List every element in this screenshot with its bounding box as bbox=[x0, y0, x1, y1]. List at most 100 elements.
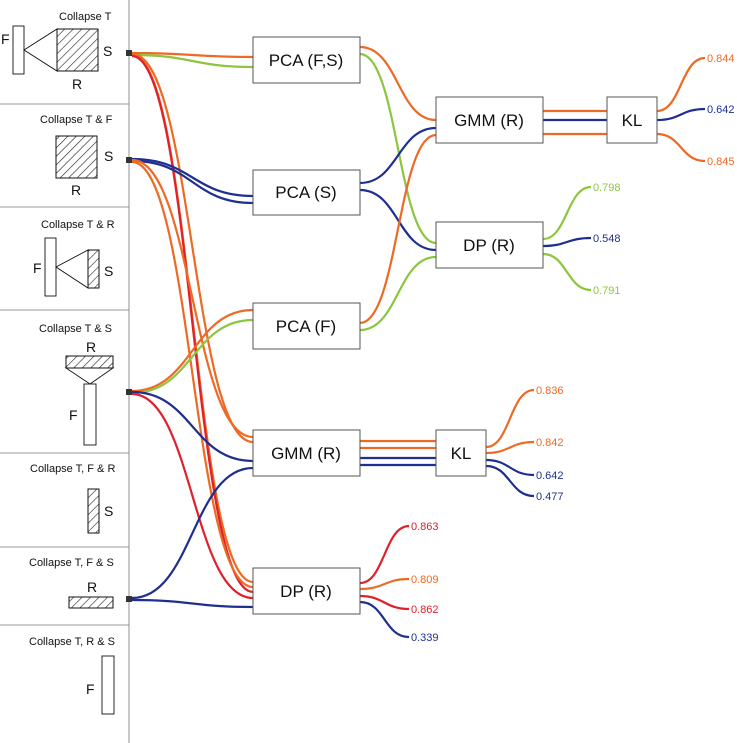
box-label: DP (R) bbox=[280, 582, 332, 601]
axis-letter-f: F bbox=[86, 681, 95, 697]
panel-title: Collapse T & S bbox=[39, 323, 112, 335]
box-kl-mid: KL bbox=[435, 429, 487, 477]
box-label: GMM (R) bbox=[271, 444, 341, 463]
wire bbox=[542, 185, 592, 241]
output-value: 0.477 bbox=[536, 491, 564, 503]
box-pca-fs: PCA (F,S) bbox=[252, 36, 361, 84]
hatched-r-slab bbox=[68, 596, 114, 609]
projection-cone-shape bbox=[23, 28, 58, 72]
wire bbox=[656, 107, 706, 122]
f-slab-shape bbox=[12, 25, 25, 75]
hatched-sr-square bbox=[55, 135, 98, 179]
axis-letter-f: F bbox=[33, 260, 42, 276]
hatched-sr-square bbox=[56, 28, 99, 72]
box-gmm-r-top: GMM (R) bbox=[435, 96, 544, 144]
output-value: 0.863 bbox=[411, 521, 439, 533]
wire bbox=[359, 255, 437, 332]
panel-collapse-t-f: Collapse T & F S R bbox=[40, 114, 113, 198]
wire bbox=[131, 160, 254, 589]
box-label: DP (R) bbox=[463, 236, 515, 255]
box-pca-f: PCA (F) bbox=[252, 302, 361, 350]
projection-cone-shape bbox=[64, 367, 115, 385]
wire bbox=[131, 598, 254, 609]
wire bbox=[542, 252, 592, 292]
wire bbox=[131, 308, 254, 393]
wire bbox=[485, 458, 535, 477]
output-value: 0.791 bbox=[593, 285, 621, 297]
output-value: 0.842 bbox=[536, 437, 564, 449]
hatched-r-slab bbox=[65, 355, 114, 369]
box-label: PCA (S) bbox=[275, 183, 336, 202]
source-node-collapse-t-s bbox=[126, 389, 132, 395]
box-pca-s: PCA (S) bbox=[252, 169, 361, 216]
output-value: 0.642 bbox=[536, 470, 564, 482]
connection-wires bbox=[131, 45, 706, 639]
projection-cone-shape bbox=[55, 249, 89, 289]
wire bbox=[359, 600, 410, 639]
axis-letter-r: R bbox=[86, 339, 96, 355]
wire bbox=[656, 56, 706, 113]
wire bbox=[131, 159, 254, 205]
wire bbox=[485, 440, 535, 455]
box-label: KL bbox=[451, 444, 472, 463]
axis-letter-f: F bbox=[69, 407, 78, 423]
wire bbox=[131, 157, 254, 198]
f-slab-shape bbox=[101, 655, 115, 715]
source-node-collapse-t-f-s bbox=[126, 596, 132, 602]
axis-letter-s: S bbox=[103, 43, 112, 59]
wire bbox=[656, 132, 706, 163]
panel-collapse-t-r: Collapse T & R F S bbox=[33, 219, 115, 297]
output-value: 0.798 bbox=[593, 182, 621, 194]
wire bbox=[485, 464, 535, 498]
axis-letter-s: S bbox=[104, 263, 113, 279]
wire bbox=[131, 158, 254, 439]
axis-letter-r: R bbox=[87, 579, 97, 595]
output-value: 0.548 bbox=[593, 233, 621, 245]
wire bbox=[131, 392, 254, 600]
wire bbox=[131, 54, 254, 594]
wire bbox=[131, 51, 254, 59]
output-value: 0.844 bbox=[707, 53, 735, 65]
wire bbox=[131, 466, 254, 600]
box-dp-r-top: DP (R) bbox=[435, 221, 544, 269]
box-label: GMM (R) bbox=[454, 111, 524, 130]
wire bbox=[359, 188, 437, 252]
axis-letter-f: F bbox=[1, 31, 10, 47]
hatched-s-slab bbox=[87, 488, 100, 534]
panel-collapse-t: Collapse T F S R bbox=[1, 11, 112, 92]
wire bbox=[359, 45, 437, 122]
wire bbox=[131, 52, 254, 444]
panel-title: Collapse T & R bbox=[41, 219, 115, 231]
wire bbox=[131, 53, 254, 69]
wire bbox=[359, 52, 437, 245]
wire bbox=[131, 390, 254, 463]
output-value: 0.642 bbox=[707, 104, 735, 116]
box-label: PCA (F,S) bbox=[269, 51, 344, 70]
panel-title: Collapse T, F & R bbox=[30, 463, 115, 475]
f-slab-shape bbox=[83, 383, 97, 446]
source-node-collapse-t bbox=[126, 50, 132, 56]
wire bbox=[359, 524, 410, 585]
panel-collapse-t-r-s: Collapse T, R & S F bbox=[29, 636, 115, 715]
panel-collapse-t-s: Collapse T & S R F bbox=[39, 323, 115, 446]
output-value: 0.845 bbox=[707, 156, 735, 168]
panel-title: Collapse T bbox=[59, 11, 112, 23]
box-dp-r-bottom: DP (R) bbox=[252, 567, 361, 615]
box-label: PCA (F) bbox=[276, 317, 336, 336]
f-slab-shape bbox=[44, 237, 57, 297]
wire bbox=[485, 388, 535, 449]
wire bbox=[542, 236, 592, 248]
output-value: 0.809 bbox=[411, 574, 439, 586]
wire bbox=[131, 318, 254, 395]
output-value: 0.862 bbox=[411, 604, 439, 616]
axis-letter-s: S bbox=[104, 148, 113, 164]
axis-letter-r: R bbox=[72, 76, 82, 92]
panel-title: Collapse T & F bbox=[40, 114, 113, 126]
output-value: 0.339 bbox=[411, 632, 439, 644]
source-node-collapse-t-f bbox=[126, 157, 132, 163]
axis-letter-s: S bbox=[104, 503, 113, 519]
panel-collapse-t-f-r: Collapse T, F & R S bbox=[30, 463, 115, 534]
wire bbox=[359, 133, 437, 325]
box-gmm-r-mid: GMM (R) bbox=[252, 429, 361, 477]
